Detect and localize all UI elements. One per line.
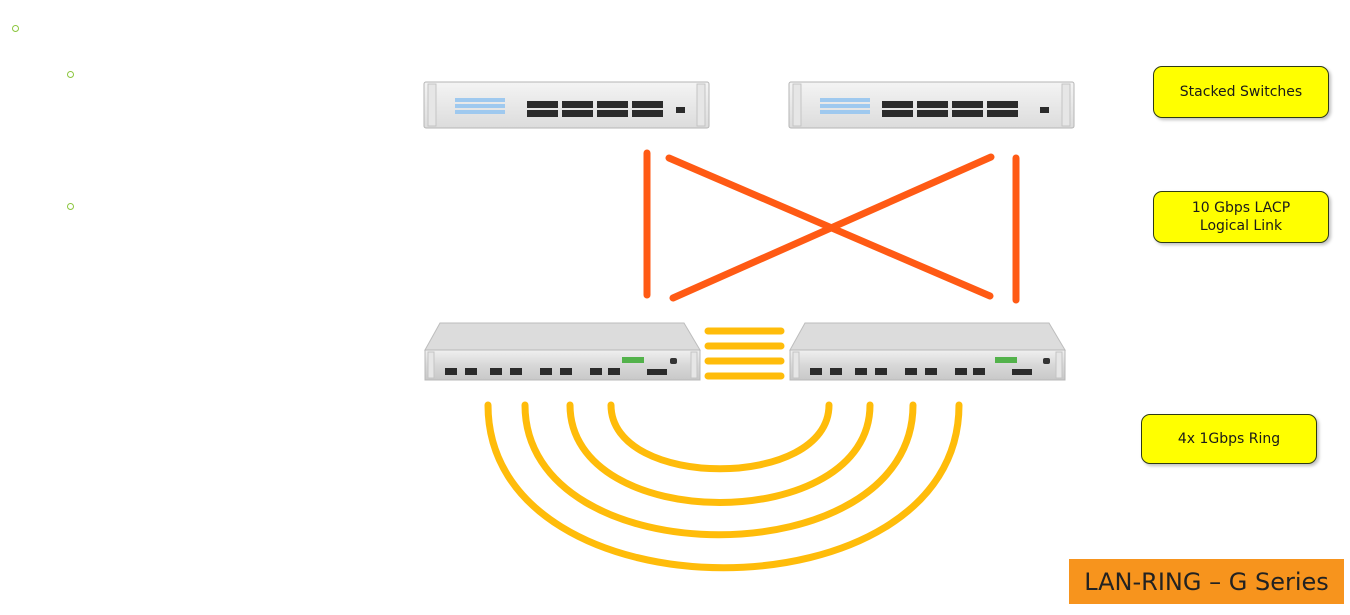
ring-label: 4x 1Gbps Ring	[1141, 414, 1317, 464]
lacp-link-cross-2	[669, 153, 995, 302]
ring-label-text: 4x 1Gbps Ring	[1177, 431, 1281, 447]
ring-arc-3	[521, 401, 917, 539]
lacp-link-label-line1: 10 Gbps LACP	[1191, 200, 1291, 216]
bullet-level2-a	[67, 71, 74, 78]
lacp-link-label: 10 Gbps LACP Logical Link	[1153, 191, 1329, 243]
stacked-switches-label-text: Stacked Switches	[1179, 84, 1303, 100]
ring-links	[484, 401, 963, 572]
ring-arc-2	[566, 401, 874, 506]
lan-ring-device-left	[424, 322, 701, 381]
ring-arc-1	[607, 401, 833, 473]
bullet-level2-b	[67, 203, 74, 210]
stacked-switch-left	[423, 81, 710, 129]
ring-arc-4	[484, 401, 963, 572]
lacp-links	[643, 149, 1020, 304]
ring-stack-bars	[704, 327, 785, 380]
lan-ring-device-right	[789, 322, 1066, 381]
slide-title: LAN-RING – G Series	[1084, 567, 1329, 596]
slide-title-banner: LAN-RING – G Series	[1069, 559, 1344, 604]
bullet-level1	[12, 25, 19, 32]
stacked-switch-right	[788, 81, 1075, 129]
stacked-switches-label: Stacked Switches	[1153, 66, 1329, 118]
lacp-link-label-line2: Logical Link	[1199, 218, 1283, 234]
